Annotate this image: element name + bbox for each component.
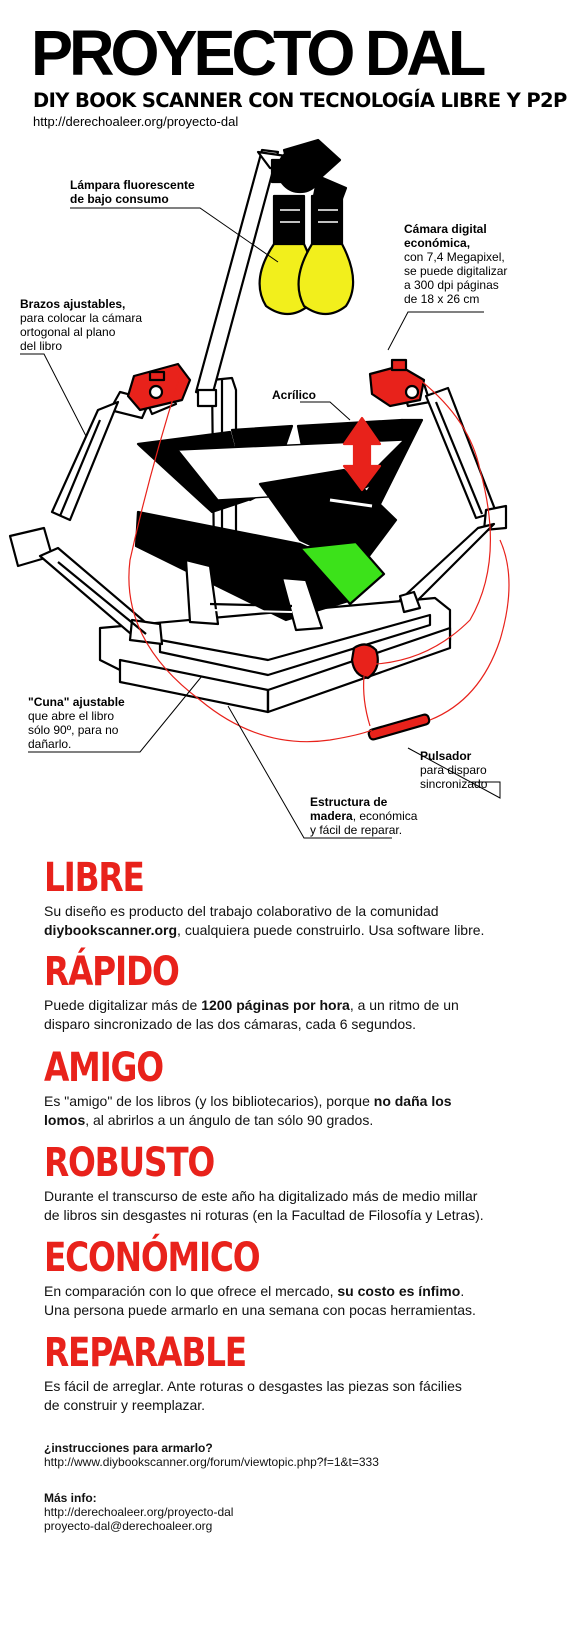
section-heading-5: REPARABLE — [44, 1330, 247, 1376]
project-url-link[interactable]: http://derechoaleer.org/proyecto-dal — [33, 114, 239, 129]
instructions-title: ¿instrucciones para armarlo? — [44, 1441, 213, 1455]
left-adjustable-arm — [8, 388, 178, 646]
right-adjustable-arm — [398, 382, 508, 614]
contact-email-link[interactable]: proyecto-dal@derechoaleer.org — [44, 1519, 213, 1533]
section-body-0: Su diseño es producto del trabajo colabo… — [44, 903, 485, 938]
section-heading-3: ROBUSTO — [44, 1140, 215, 1186]
page-subtitle: DIY BOOK SCANNER CON TECNOLOGÍA LIBRE Y … — [33, 89, 567, 112]
section-body-5: Es fácil de arreglar. Ante roturas o des… — [44, 1378, 462, 1413]
section-heading-0: LIBRE — [44, 855, 145, 901]
section-body-1: Puede digitalizar más de 1200 páginas po… — [44, 997, 459, 1032]
label-acrylic: Acrílico — [272, 388, 317, 402]
section-heading-4: ECONÓMICO — [44, 1235, 261, 1281]
book-scanner-diagram — [8, 138, 510, 839]
more-info-block: Más info: http://derechoaleer.org/proyec… — [44, 1491, 233, 1533]
section-body-3: Durante el transcurso de este año ha dig… — [44, 1188, 484, 1223]
acrylic-arrow — [342, 416, 382, 492]
fluorescent-bulbs — [258, 242, 355, 316]
left-camera — [126, 362, 192, 412]
section-body-4: En comparación con lo que ofrece el merc… — [44, 1283, 476, 1318]
trigger-button-device — [350, 643, 431, 741]
lamp-housing — [270, 138, 348, 246]
page-title: PROYECTO DAL — [31, 17, 486, 90]
instructions-block: ¿instrucciones para armarlo? http://www.… — [44, 1441, 379, 1469]
book-cradle — [134, 468, 398, 632]
label-arms: Brazos ajustables,para colocar la cámara… — [20, 297, 143, 353]
right-camera — [368, 358, 426, 408]
section-body-2: Es "amigo" de los libros (y los bibliote… — [44, 1093, 452, 1128]
more-info-title: Más info: — [44, 1491, 97, 1505]
instructions-link[interactable]: http://www.diybookscanner.org/forum/view… — [44, 1455, 379, 1469]
section-heading-1: RÁPIDO — [44, 949, 180, 995]
section-heading-2: AMIGO — [44, 1045, 164, 1091]
more-info-link[interactable]: http://derechoaleer.org/proyecto-dal — [44, 1505, 234, 1519]
